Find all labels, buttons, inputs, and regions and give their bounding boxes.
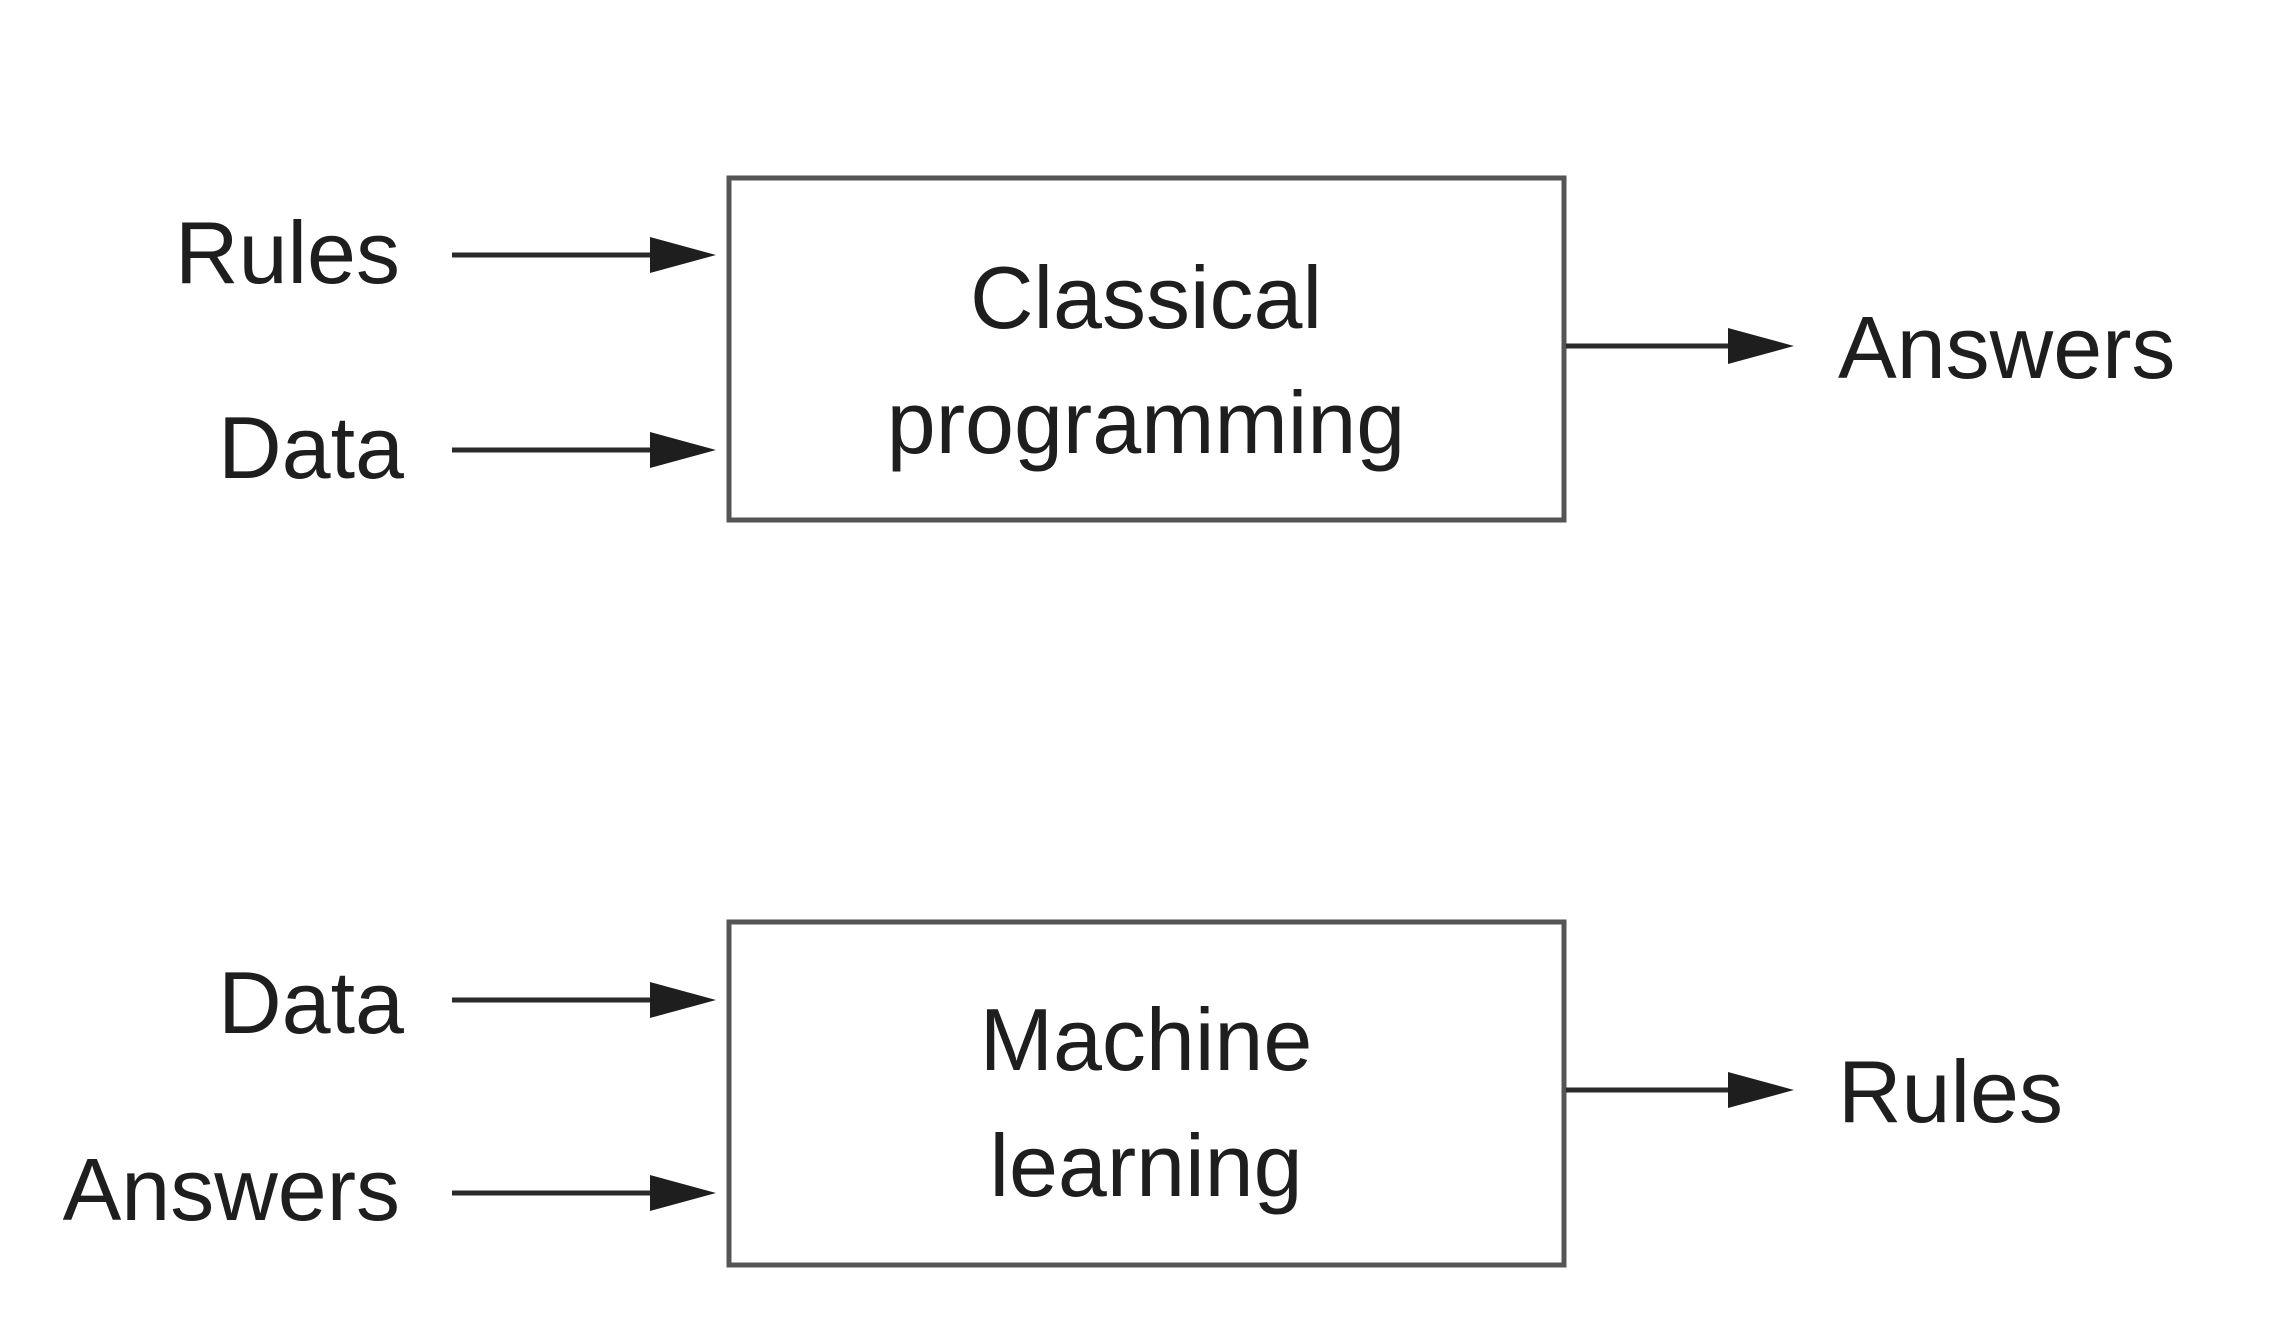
ml-box-label-line1: Machine <box>980 990 1313 1089</box>
ml-input-label-data: Data <box>218 953 404 1052</box>
classical-output-label-answers: Answers <box>1838 298 2175 397</box>
classical-programming-box <box>726 175 1567 523</box>
classical-input-label-rules: Rules <box>175 203 400 302</box>
ml-output-arrow <box>1566 1072 1794 1108</box>
machine-learning-box <box>726 919 1567 1268</box>
ml-input-arrow-1 <box>452 982 716 1018</box>
ml-input-arrow-2 <box>452 1175 716 1211</box>
classical-box-label-line2: programming <box>887 373 1405 472</box>
classical-input-arrow-2 <box>452 432 716 468</box>
classical-input-arrow-1 <box>452 237 716 273</box>
ml-output-label-rules: Rules <box>1838 1042 2063 1141</box>
classical-input-label-data: Data <box>218 398 404 497</box>
classical-output-arrow <box>1566 328 1794 364</box>
machine-learning-block: Data Answers Machine learning Rules <box>63 919 2063 1268</box>
ml-input-label-answers: Answers <box>63 1140 400 1239</box>
ml-box-label-line2: learning <box>989 1116 1302 1215</box>
classical-programming-block: Rules Data Classical programming Answers <box>175 175 2175 523</box>
classical-box-label-line1: Classical <box>970 248 1322 347</box>
